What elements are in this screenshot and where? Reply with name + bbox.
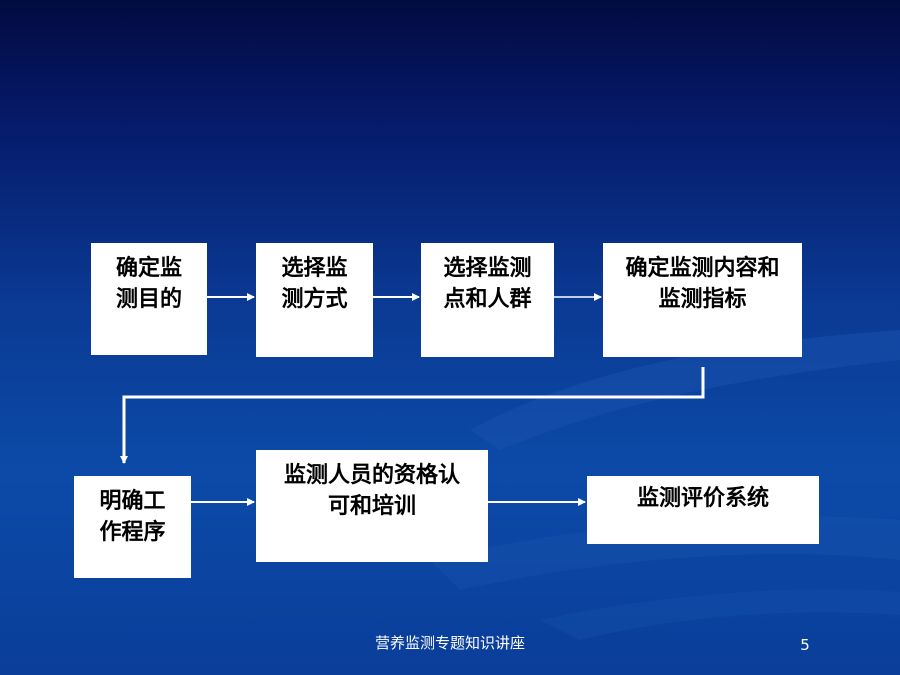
flow-box-text: 监测人员的资格认	[283, 463, 460, 488]
flow-box-text: 测目的	[115, 287, 182, 312]
flow-box-text: 选择监	[281, 256, 348, 281]
flow-box-determine-purpose: 确定监 测目的	[91, 243, 207, 355]
footer-title: 营养监测专题知识讲座	[374, 634, 525, 652]
flow-box-text: 作程序	[99, 520, 166, 545]
flow-box-text: 确定监	[115, 256, 182, 281]
flow-box-text: 监测指标	[658, 287, 747, 312]
flow-box-staff-qualification-training: 监测人员的资格认 可和培训	[256, 450, 488, 562]
flow-box-select-sites-population: 选择监测 点和人群	[421, 243, 554, 357]
flow-box-text: 明确工	[99, 489, 166, 514]
flow-box-text: 测方式	[281, 287, 348, 312]
flow-box-text: 点和人群	[443, 287, 532, 312]
flow-box-text: 选择监测	[443, 256, 532, 281]
flow-box-content-indicators: 确定监测内容和 监测指标	[603, 243, 802, 357]
page-number: 5	[800, 636, 810, 654]
flow-box-text: 可和培训	[327, 494, 416, 519]
arrow-step4-step5	[120, 367, 705, 464]
flow-box-text: 监测评价系统	[636, 486, 769, 511]
flow-box-select-method: 选择监 测方式	[256, 243, 373, 357]
flow-box-work-procedure: 明确工 作程序	[74, 476, 191, 578]
flow-box-evaluation-system: 监测评价系统	[587, 476, 819, 544]
flow-box-text: 确定监测内容和	[625, 256, 780, 281]
